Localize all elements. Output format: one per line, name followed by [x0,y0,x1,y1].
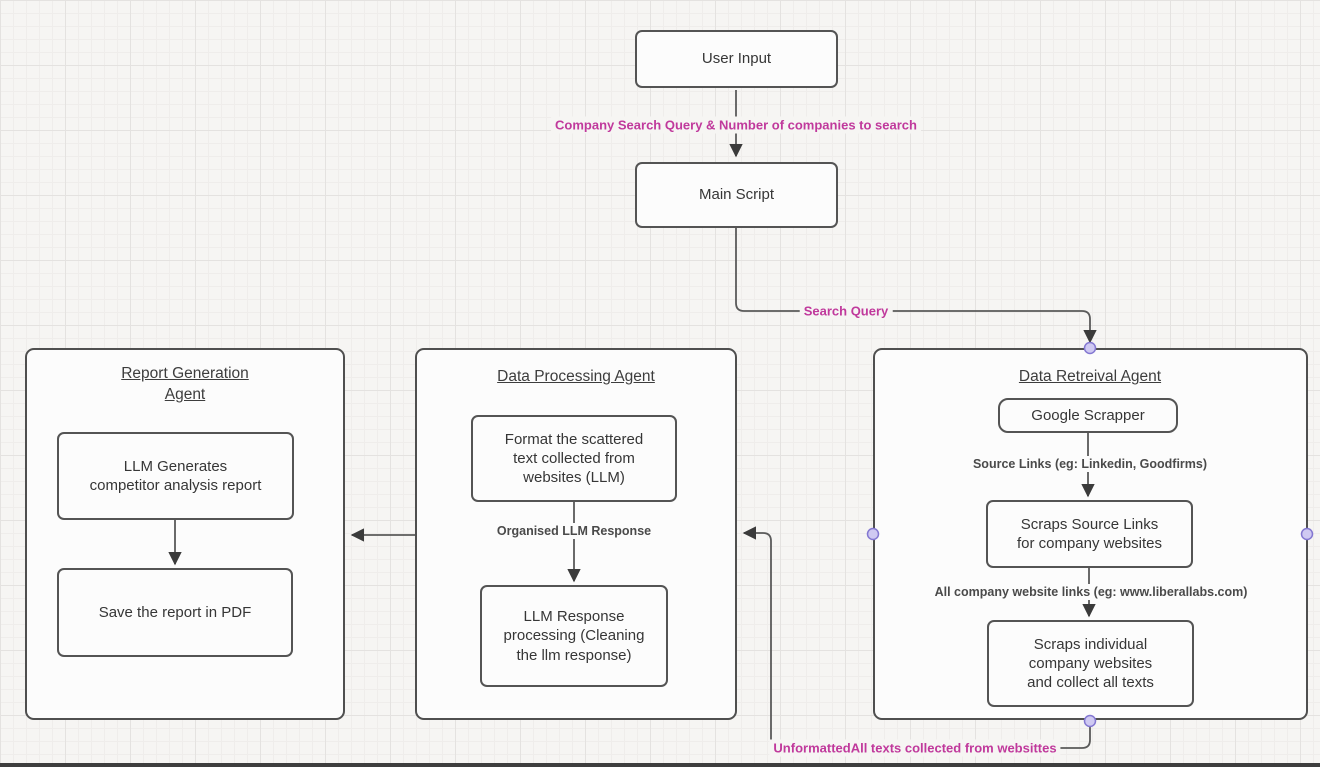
node-user-input[interactable]: User Input [635,30,838,88]
container-report-generation-agent[interactable] [25,348,345,720]
edge-label-unformatted-texts[interactable]: UnformattedAll texts collected from webs… [769,739,1061,757]
window-bottom-edge [0,763,1320,767]
edge-label-company-website-links[interactable]: All company website links (eg: www.liber… [930,584,1252,600]
node-scraps-individual-websites[interactable]: Scraps individual company websites and c… [987,620,1194,707]
report-generation-agent-title: Report Generation Agent [121,365,249,403]
data-processing-agent-title: Data Processing Agent [497,368,655,385]
edge-label-search-query[interactable]: Search Query [799,302,893,320]
edge-label-source-links[interactable]: Source Links (eg: Linkedin, Goodfirms) [968,456,1212,472]
edge-main-script-to-data-retrieval[interactable] [735,228,1097,344]
edge-label-organised-llm-response[interactable]: Organised LLM Response [492,523,656,539]
node-scraps-source-links[interactable]: Scraps Source Links for company websites [986,500,1193,568]
node-google-scrapper[interactable]: Google Scrapper [998,398,1178,433]
node-format-scattered-text[interactable]: Format the scattered text collected from… [471,415,677,502]
node-llm-generates-report[interactable]: LLM Generates competitor analysis report [57,432,294,520]
node-main-script[interactable]: Main Script [635,162,838,228]
edge-label-company-search-query[interactable]: Company Search Query & Number of compani… [551,116,921,134]
data-retrieval-agent-title: Data Retreival Agent [1018,368,1162,385]
node-llm-response-processing[interactable]: LLM Response processing (Cleaning the ll… [480,585,668,687]
node-save-report-pdf[interactable]: Save the report in PDF [57,568,293,657]
